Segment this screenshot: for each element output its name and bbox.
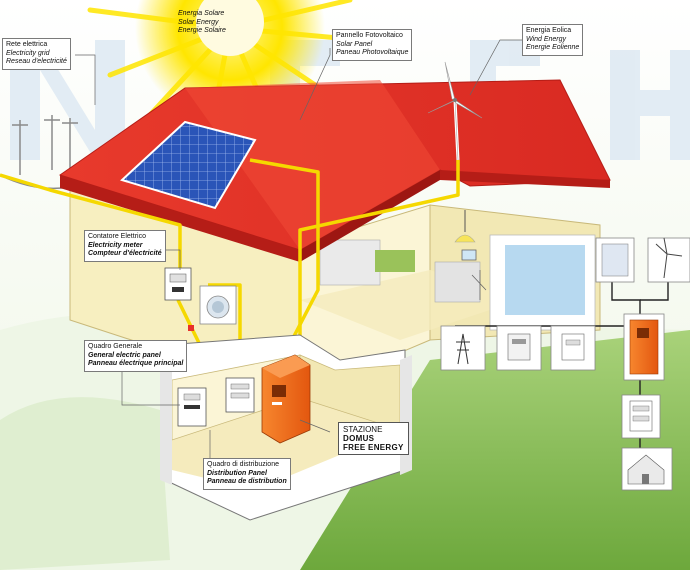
callout-line: Energie Solaire bbox=[178, 27, 226, 34]
distribution-schematic-icon bbox=[621, 394, 661, 439]
callout-line: Energie Eolienne bbox=[526, 44, 580, 51]
callout-line: Panneau électrique principal bbox=[88, 360, 184, 367]
callout-line: Wind Energy bbox=[526, 35, 567, 43]
callout-line: Energia Eolica bbox=[526, 27, 572, 34]
schematic bbox=[455, 282, 669, 448]
station-line: STAZIONE bbox=[343, 425, 383, 434]
callout-electricity-meter: Contatore Elettrico Electricity meter Co… bbox=[84, 230, 166, 262]
callout-line: Solar Energy bbox=[178, 18, 219, 26]
panel-box-icon bbox=[177, 377, 255, 427]
callout-distribution-panel: Quadro di distribuzione Distribution Pan… bbox=[203, 458, 291, 490]
callout-domus-station: STAZIONE DOMUS FREE ENERGY bbox=[338, 422, 409, 455]
house-icon bbox=[621, 447, 673, 491]
lawn bbox=[300, 330, 690, 570]
callout-line: Panneau de distribution bbox=[207, 478, 287, 485]
callout-line: Quadro di distribuzione bbox=[207, 461, 279, 468]
roof bbox=[58, 79, 611, 262]
callout-line: Reseau d'electricité bbox=[6, 58, 67, 65]
solar-panel-icon bbox=[120, 120, 257, 210]
station-schematic-icon bbox=[623, 313, 665, 381]
callout-solar-panel: Pannello Fotovoltaico Solar Panel Paneau… bbox=[332, 29, 413, 61]
wind-turbine-schematic-icon bbox=[647, 237, 690, 283]
callout-line: Distribution Panel bbox=[207, 469, 267, 477]
meter-icon bbox=[164, 267, 192, 301]
callout-line: Electricity meter bbox=[88, 241, 143, 249]
callout-line: Energia Solare bbox=[178, 10, 225, 17]
callout-line: Electricity grid bbox=[6, 49, 50, 57]
desk-icon bbox=[461, 249, 487, 300]
callout-line: General electric panel bbox=[88, 351, 161, 359]
callout-line: Paneau Photovoltaique bbox=[336, 49, 409, 56]
callout-wind-energy: Energia Eolica Wind Energy Energie Eolie… bbox=[522, 24, 584, 56]
lamp-icon bbox=[454, 210, 476, 243]
callout-solar-energy: Energia Solare Solar Energy Energie Sola… bbox=[175, 8, 229, 38]
meter-box-icon bbox=[550, 325, 596, 371]
callout-line: Solar Panel bbox=[336, 40, 373, 48]
callout-line: Contatore Elettrico bbox=[88, 233, 146, 240]
inverter-icon bbox=[496, 325, 542, 371]
callout-line: Pannello Fotovoltaico bbox=[336, 32, 403, 39]
callout-line: Rete elettrica bbox=[6, 41, 48, 48]
callout-line: Quadro Generale bbox=[88, 343, 143, 350]
callout-line: Compteur d'électricité bbox=[88, 250, 162, 257]
washing-machine-icon bbox=[199, 285, 237, 325]
solar-panel-schematic-icon bbox=[595, 237, 635, 283]
pylon-icon bbox=[440, 325, 486, 371]
station-icon bbox=[261, 354, 311, 444]
grass-left bbox=[0, 397, 170, 570]
wind-turbine-icon bbox=[427, 61, 483, 161]
callout-electricity-grid: Rete elettrica Electricity grid Reseau d… bbox=[2, 38, 71, 70]
station-line: DOMUS bbox=[343, 434, 375, 443]
station-line: FREE ENERGY bbox=[343, 443, 404, 452]
leader-lines bbox=[75, 39, 522, 462]
callout-general-panel: Quadro Generale General electric panel P… bbox=[84, 340, 188, 372]
